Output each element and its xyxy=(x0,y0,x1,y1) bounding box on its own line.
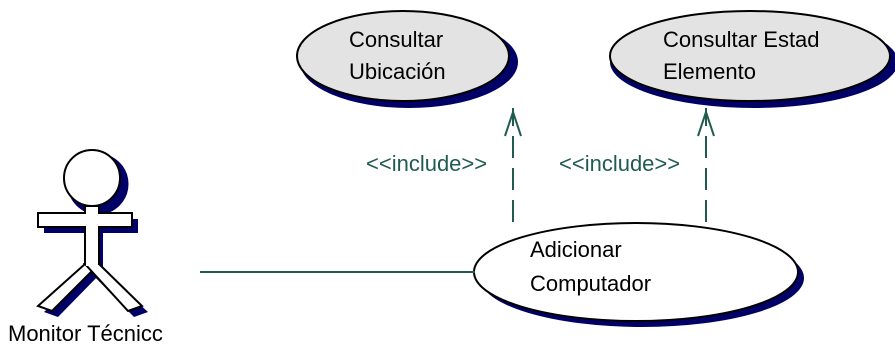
actor-monitor-tecnico[interactable]: Monitor Técnicc xyxy=(8,149,163,346)
use-case-consultar-ubicacion[interactable]: Consultar Ubicación xyxy=(296,10,518,108)
use-case-label-line-2: Ubicación xyxy=(349,59,446,84)
use-case-ellipse xyxy=(609,10,891,102)
include-arrowhead xyxy=(697,108,715,137)
actor-figure xyxy=(36,149,144,313)
use-case-label-line-1: Consultar Estad xyxy=(663,27,820,52)
actor-head xyxy=(63,149,121,207)
use-case-consultar-estado[interactable]: Consultar Estad Elemento xyxy=(609,10,895,108)
actor-right-leg xyxy=(82,263,144,313)
use-case-label-line-2: Elemento xyxy=(663,59,756,84)
use-case-ellipse xyxy=(296,10,510,102)
include-stereotype-label: <<include>> xyxy=(366,151,487,176)
use-case-label-line-2: Computador xyxy=(530,271,651,296)
actor-name-label: Monitor Técnicc xyxy=(8,321,163,346)
include-relation-ubicacion[interactable]: <<include>> xyxy=(366,108,522,222)
use-case-adicionar-computador[interactable]: Adicionar Computador xyxy=(473,222,804,327)
use-case-label-line-1: Consultar xyxy=(349,27,443,52)
use-case-label-line-1: Adicionar xyxy=(530,237,622,262)
include-stereotype-label: <<include>> xyxy=(559,151,680,176)
include-arrowhead xyxy=(504,108,522,137)
include-relation-estado[interactable]: <<include>> xyxy=(559,108,715,222)
actor-arms xyxy=(37,212,133,228)
